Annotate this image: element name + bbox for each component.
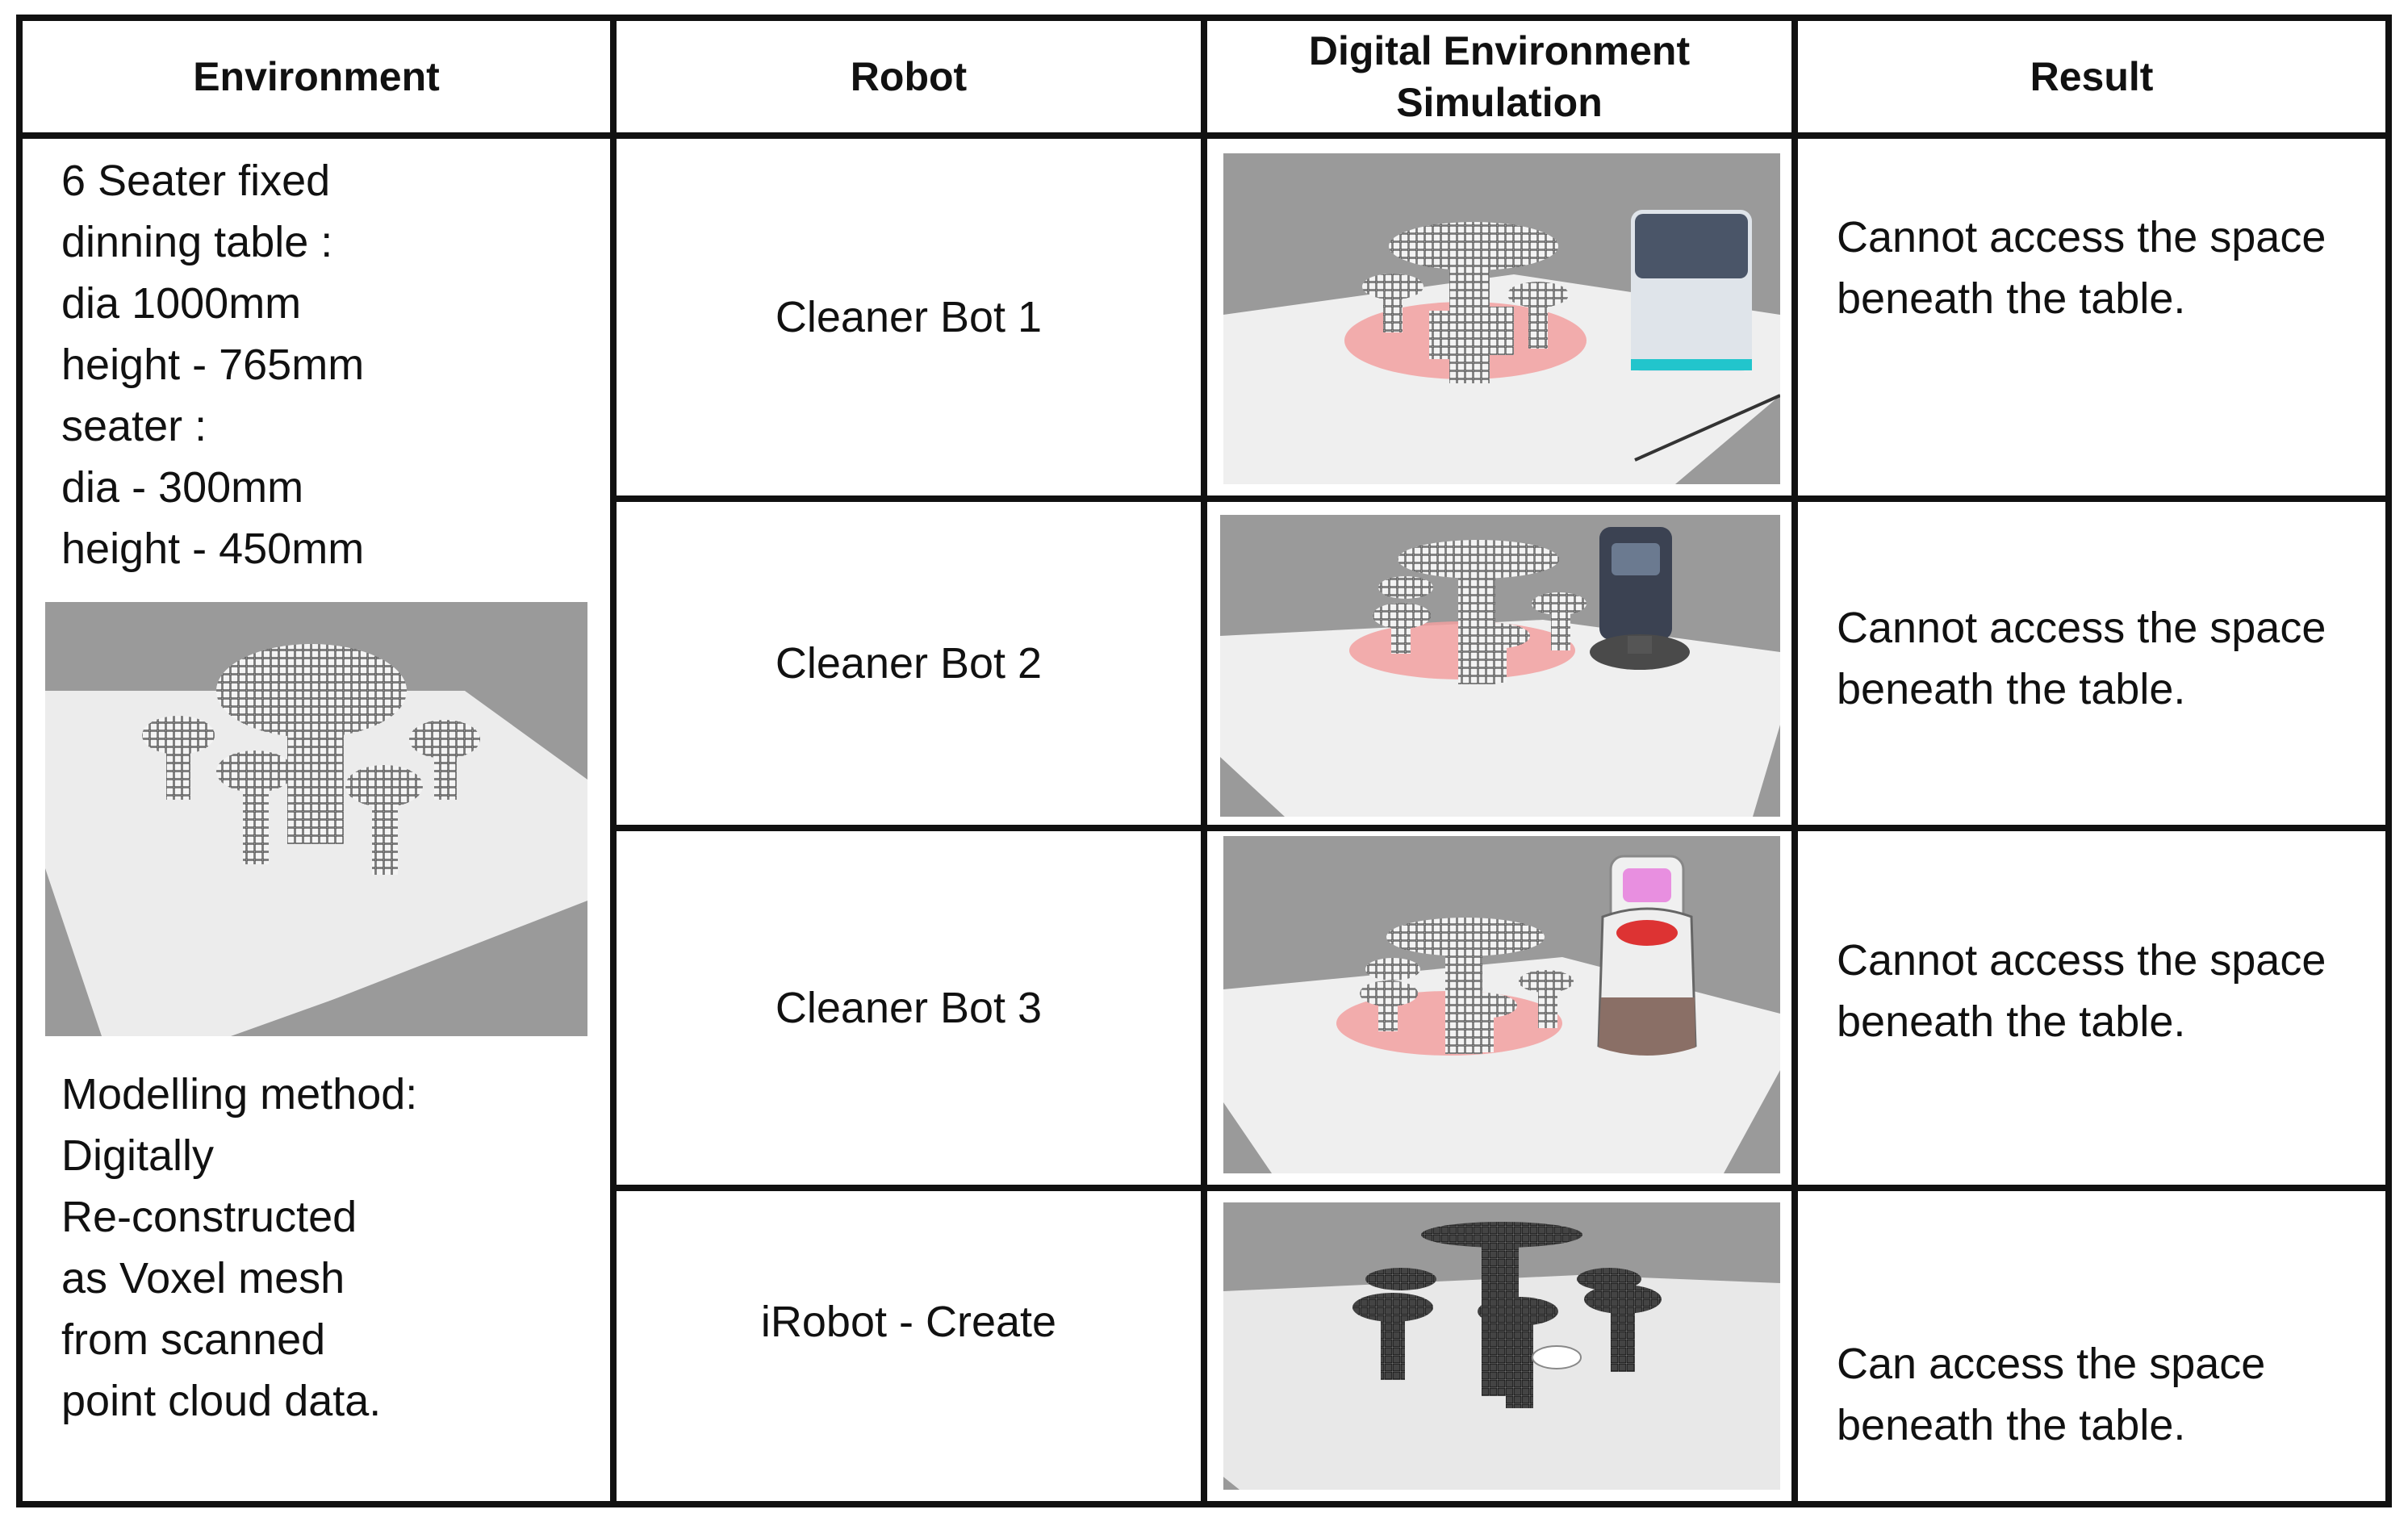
method-line: as Voxel mesh [61, 1254, 345, 1302]
robot-name: Cleaner Bot 1 [775, 293, 1043, 341]
environment-specs: 6 Seater fixed dinning table : dia 1000m… [61, 150, 364, 579]
method-line: Modelling method: [61, 1070, 418, 1119]
spec-line: height - 450mm [61, 525, 365, 573]
result-cell: Cannot access the space beneath the tabl… [1837, 936, 2326, 1046]
simulation-render-bot-1 [1223, 153, 1780, 484]
robot-name: Cleaner Bot 2 [775, 639, 1043, 688]
method-line: Digitally [61, 1131, 215, 1180]
row-divider-1 [610, 495, 2392, 502]
table-border-right [2385, 15, 2392, 1507]
robot-name: iRobot - Create [760, 1298, 1057, 1346]
result-cell: Cannot access the space beneath the tabl… [1837, 604, 2326, 713]
header-simulation: Digital Environment Simulation [1308, 28, 1691, 125]
header-environment: Environment [193, 54, 440, 99]
column-divider-3 [1791, 15, 1798, 1507]
result-cell: Can access the space beneath the table. [1837, 1340, 2266, 1449]
row-divider-3 [610, 1185, 2392, 1191]
spec-line: dinning table : [61, 218, 333, 266]
simulation-render-bot-3 [1223, 836, 1780, 1173]
header-robot: Robot [850, 54, 968, 99]
header-result: Result [2030, 54, 2154, 99]
result-cell: Cannot access the space beneath the tabl… [1837, 213, 2326, 323]
row-divider-2 [610, 825, 2392, 831]
comparison-table: Environment Robot Digital Environment Si… [16, 15, 2392, 1507]
column-divider-2 [1201, 15, 1207, 1507]
simulation-render-irobot [1223, 1202, 1780, 1490]
table-border-left [16, 15, 23, 1507]
spec-line: dia - 300mm [61, 463, 304, 512]
header-divider [16, 132, 2392, 139]
simulation-render-bot-2 [1220, 515, 1780, 817]
method-line: Re-constructed [61, 1193, 357, 1241]
column-divider-1 [610, 15, 617, 1507]
method-line: point cloud data. [61, 1377, 382, 1425]
spec-line: height - 765mm [61, 341, 365, 389]
voxel-table-render [45, 602, 587, 1036]
method-line: from scanned [61, 1315, 326, 1364]
spec-line: dia 1000mm [61, 279, 302, 328]
table-border-top [16, 15, 2392, 21]
spec-line: seater : [61, 402, 207, 450]
robot-name: Cleaner Bot 3 [775, 984, 1043, 1032]
table-border-bottom [16, 1501, 2392, 1507]
modelling-method: Modelling method: Digitally Re-construct… [61, 1064, 417, 1432]
spec-line: 6 Seater fixed [61, 157, 331, 205]
